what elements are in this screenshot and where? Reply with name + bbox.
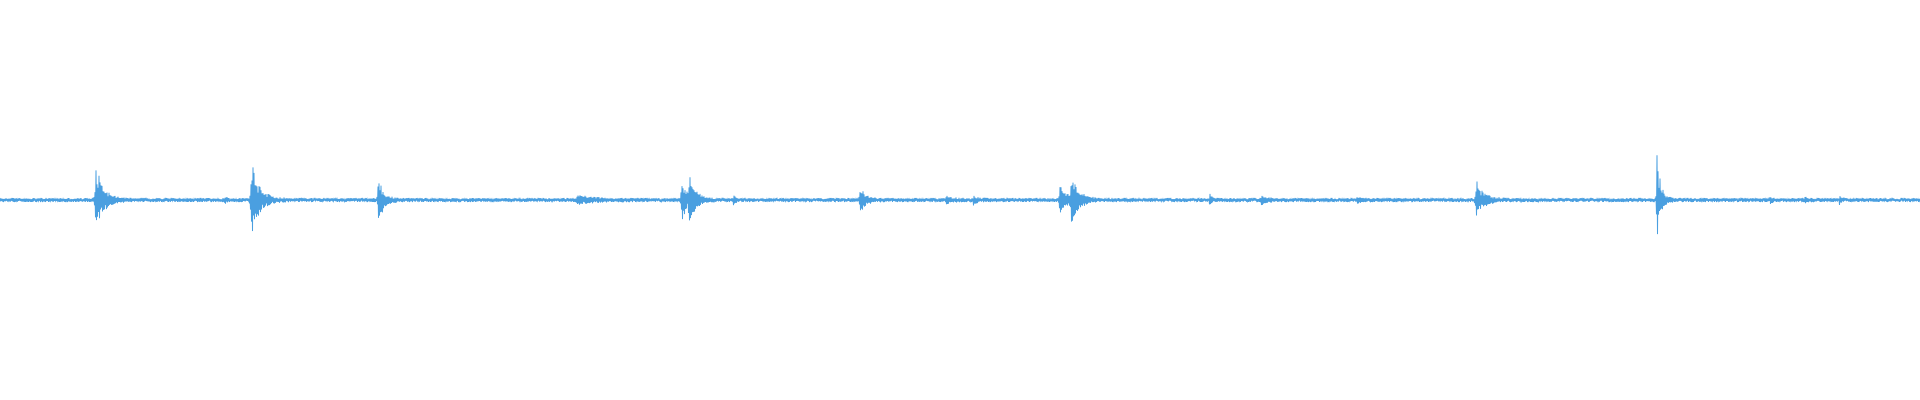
waveform-trace (0, 155, 1920, 235)
